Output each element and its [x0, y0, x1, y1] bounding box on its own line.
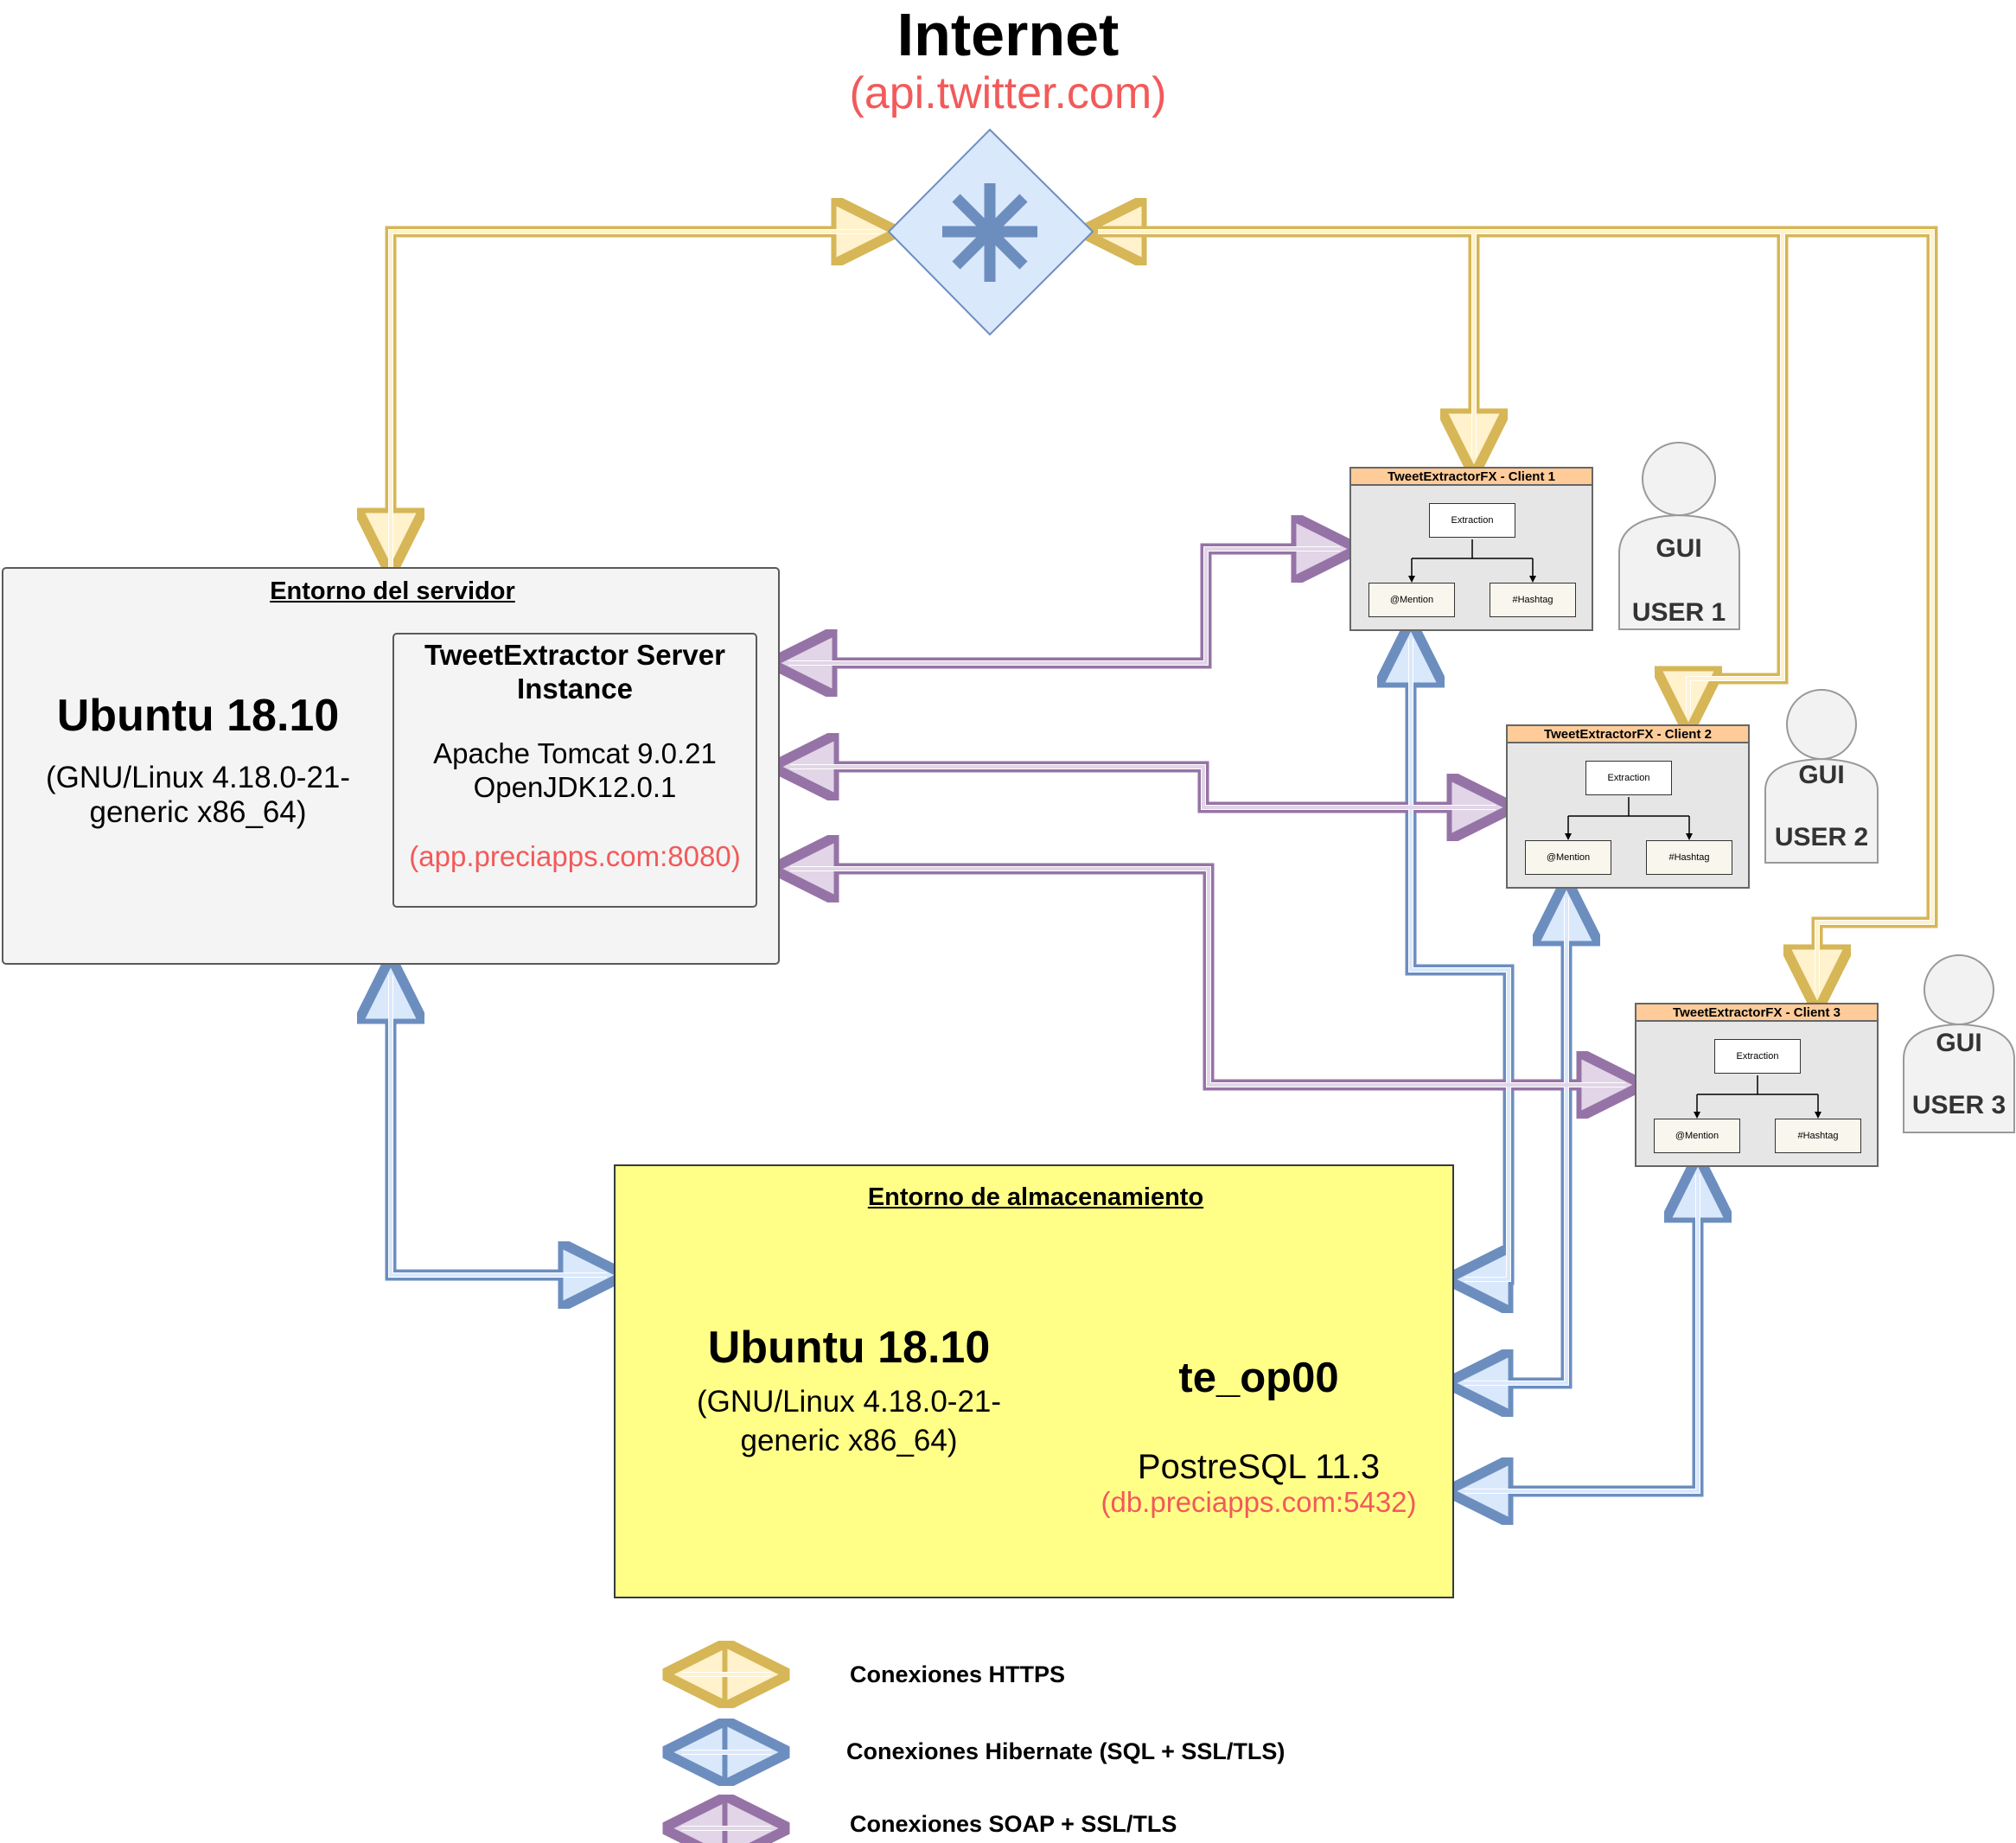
user-3-icon	[1903, 954, 2015, 1133]
legend-soap-label: Conexiones SOAP + SSL/TLS	[850, 1811, 1177, 1837]
user-icons	[1618, 442, 2015, 1133]
soap-wire-client-2	[785, 767, 1501, 807]
storage-environment[interactable]: Entorno de almacenamiento Ubuntu 18.10 (…	[614, 1164, 1454, 1598]
client-2-mention-node[interactable]: @Mention	[1525, 840, 1611, 875]
user-3-label: USER 3	[1911, 1091, 2006, 1119]
user-1-icon	[1618, 442, 1740, 630]
client-3-title: TweetExtractorFX - Client 3	[1636, 1004, 1877, 1022]
storage-os: Ubuntu 18.10	[707, 1323, 991, 1373]
hibernate-wire-server	[391, 970, 612, 1275]
internet-title: Internet	[896, 1, 1120, 68]
internet-hub	[887, 128, 1094, 336]
jdk-version: OpenJDK12.0.1	[473, 771, 677, 803]
server-os: Ubuntu 18.10	[56, 691, 340, 741]
https-wire-server	[391, 232, 885, 562]
client-2-title: TweetExtractorFX - Client 2	[1508, 726, 1748, 743]
server-environment-title: Entorno del servidor	[270, 577, 515, 605]
server-kernel: (GNU/Linux 4.18.0-21-generic x86_64)	[45, 761, 351, 829]
client-1-window[interactable]: TweetExtractorFX - Client 1 Extraction @…	[1349, 467, 1593, 631]
user-3-gui-label: GUI	[1936, 1029, 1982, 1057]
server-instance-software: Apache Tomcat 9.0.21 OpenJDK12.0.1	[394, 737, 756, 804]
client-3-tree-lines	[1694, 1075, 1821, 1119]
asterisk-network-icon	[942, 183, 1037, 282]
hibernate-wire-client-3	[1459, 1169, 1698, 1491]
legend-https-label: Conexiones HTTPS	[850, 1661, 1066, 1687]
client-2-tree-lines	[1565, 797, 1693, 840]
client-2-hashtag-node[interactable]: #Hashtag	[1646, 840, 1732, 875]
storage-environment-title: Entorno de almacenamiento	[867, 1183, 1204, 1211]
client-1-title: TweetExtractorFX - Client 1	[1351, 469, 1592, 486]
user-2-label: USER 2	[1774, 823, 1869, 851]
https-wire-client-1	[1093, 232, 1474, 462]
legend-arrows	[676, 1674, 776, 1828]
client-2-extraction-node[interactable]: Extraction	[1585, 761, 1672, 795]
soap-wire-client-1	[783, 549, 1345, 663]
legend-hibernate-label: Conexiones Hibernate (SQL + SSL/TLS)	[846, 1738, 1286, 1764]
user-1-label: USER 1	[1631, 598, 1726, 627]
client-3-hashtag-node[interactable]: #Hashtag	[1775, 1119, 1861, 1153]
client-2-window[interactable]: TweetExtractorFX - Client 2 Extraction @…	[1506, 724, 1750, 889]
server-instance-host: (app.preciapps.com:8080)	[409, 840, 741, 872]
database-engine: PostreSQL 11.3	[1137, 1448, 1381, 1486]
client-1-extraction-node[interactable]: Extraction	[1429, 503, 1515, 538]
client-3-window[interactable]: TweetExtractorFX - Client 3 Extraction @…	[1635, 1003, 1879, 1167]
client-1-tree-lines	[1408, 539, 1536, 583]
internet-host: (api.twitter.com)	[849, 68, 1167, 118]
client-1-mention-node[interactable]: @Mention	[1368, 583, 1455, 617]
database-name: te_op00	[1178, 1355, 1339, 1401]
client-3-extraction-node[interactable]: Extraction	[1714, 1039, 1801, 1074]
server-instance[interactable]: TweetExtractor Server Instance Apache To…	[392, 633, 757, 908]
user-2-icon	[1764, 689, 1879, 864]
server-environment[interactable]: Entorno del servidor Ubuntu 18.10 (GNU/L…	[2, 567, 780, 965]
client-1-hashtag-node[interactable]: #Hashtag	[1490, 583, 1576, 617]
server-instance-title: TweetExtractor Server Instance	[424, 639, 725, 705]
tomcat-version: Apache Tomcat 9.0.21	[433, 737, 717, 769]
user-1-gui-label: GUI	[1656, 534, 1702, 563]
storage-kernel: (GNU/Linux 4.18.0-21-generic x86_64)	[696, 1385, 1002, 1457]
database-host: (db.preciapps.com:5432)	[1101, 1486, 1417, 1518]
client-3-mention-node[interactable]: @Mention	[1654, 1119, 1740, 1153]
user-2-gui-label: GUI	[1798, 761, 1845, 789]
